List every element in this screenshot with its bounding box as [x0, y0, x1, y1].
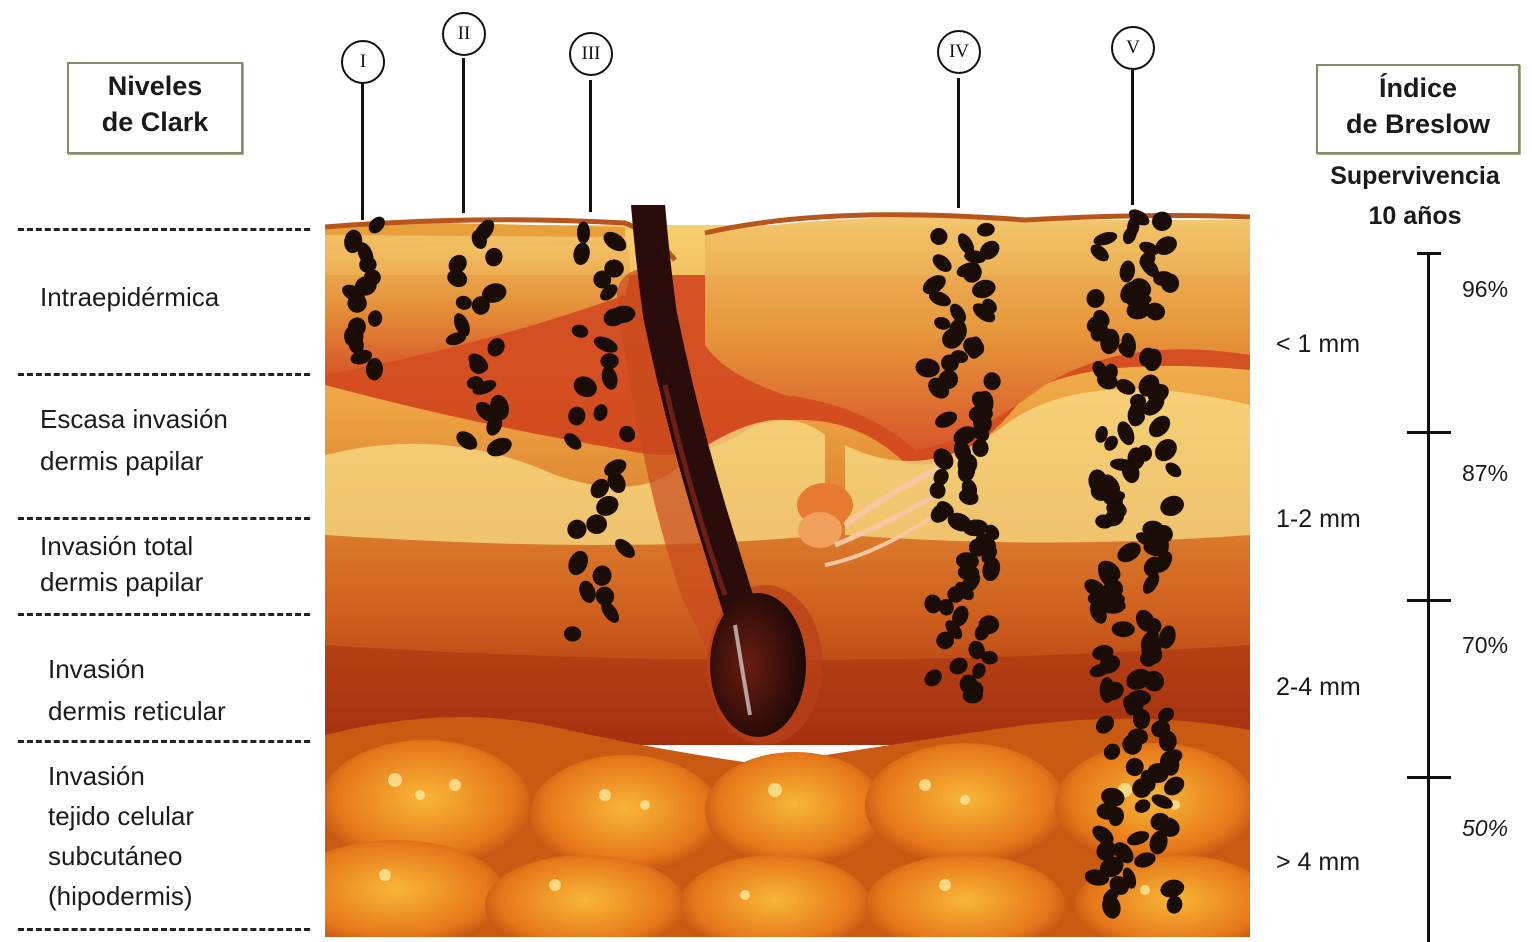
skin-cross-section — [325, 205, 1250, 937]
level-iii-marker: III — [569, 32, 613, 76]
level-label-1: Intraepidérmica — [40, 278, 219, 316]
level-label-3: Invasión total dermis papilar — [40, 528, 203, 600]
level-3-line-2: dermis papilar — [40, 564, 203, 600]
level-divider — [18, 613, 310, 616]
breslow-header-box: Índice de Breslow — [1316, 64, 1520, 154]
level-marker-line — [462, 58, 465, 213]
level-2-line-1: Escasa invasión — [40, 398, 228, 440]
survival-value-4: 50% — [1462, 815, 1508, 842]
breslow-depth-4: > 4 mm — [1276, 848, 1360, 877]
level-4-line-2: dermis reticular — [48, 690, 226, 732]
survival-value-2: 87% — [1462, 460, 1508, 487]
level-marker-line — [361, 80, 364, 220]
breslow-header-line1: Índice — [1318, 70, 1518, 106]
clark-header-line2: de Clark — [69, 104, 241, 140]
level-4-line-1: Invasión — [48, 648, 226, 690]
survival-scale-tick — [1417, 252, 1441, 255]
breslow-depth-2: 1-2 mm — [1276, 505, 1361, 534]
breslow-header-line2: de Breslow — [1318, 106, 1518, 142]
level-ii-marker: II — [442, 12, 486, 56]
level-iv-marker: IV — [937, 30, 981, 74]
level-v-marker: V — [1111, 26, 1155, 70]
level-5-line-3: subcutáneo — [48, 836, 194, 876]
level-1-line-1: Intraepidérmica — [40, 278, 219, 316]
survival-scale-tick — [1407, 431, 1451, 434]
melanoma-cell — [1159, 731, 1177, 752]
level-marker-line — [957, 78, 960, 208]
survival-title: Supervivencia 10 años — [1308, 156, 1522, 236]
level-divider — [18, 740, 310, 743]
clark-header-line1: Niveles — [69, 68, 241, 104]
level-5-line-1: Invasión — [48, 756, 194, 796]
level-label-5: Invasión tejido celular subcutáneo (hipo… — [48, 756, 194, 916]
level-marker-line — [589, 80, 592, 212]
level-5-line-2: tejido celular — [48, 796, 194, 836]
level-divider — [18, 228, 310, 231]
clark-header-box: Niveles de Clark — [67, 62, 243, 154]
level-divider — [18, 928, 310, 931]
survival-scale-tick — [1407, 599, 1451, 602]
survival-value-1: 96% — [1462, 276, 1508, 303]
survival-title-line1: Supervivencia — [1308, 156, 1522, 196]
level-i-marker: I — [341, 40, 385, 84]
level-2-line-2: dermis papilar — [40, 440, 228, 482]
level-divider — [18, 517, 310, 520]
level-3-line-1: Invasión total — [40, 528, 203, 564]
level-label-2: Escasa invasión dermis papilar — [40, 398, 228, 482]
survival-title-line2: 10 años — [1308, 196, 1522, 236]
breslow-depth-3: 2-4 mm — [1276, 673, 1361, 702]
level-marker-line — [1131, 70, 1134, 205]
melanoma-cell — [577, 222, 590, 244]
survival-value-3: 70% — [1462, 632, 1508, 659]
level-5-line-4: (hipodermis) — [48, 876, 194, 916]
level-divider — [18, 373, 310, 376]
level-label-4: Invasión dermis reticular — [48, 648, 226, 732]
survival-scale-axis — [1427, 252, 1430, 942]
survival-scale-tick — [1407, 776, 1451, 779]
breslow-depth-1: < 1 mm — [1276, 330, 1360, 359]
